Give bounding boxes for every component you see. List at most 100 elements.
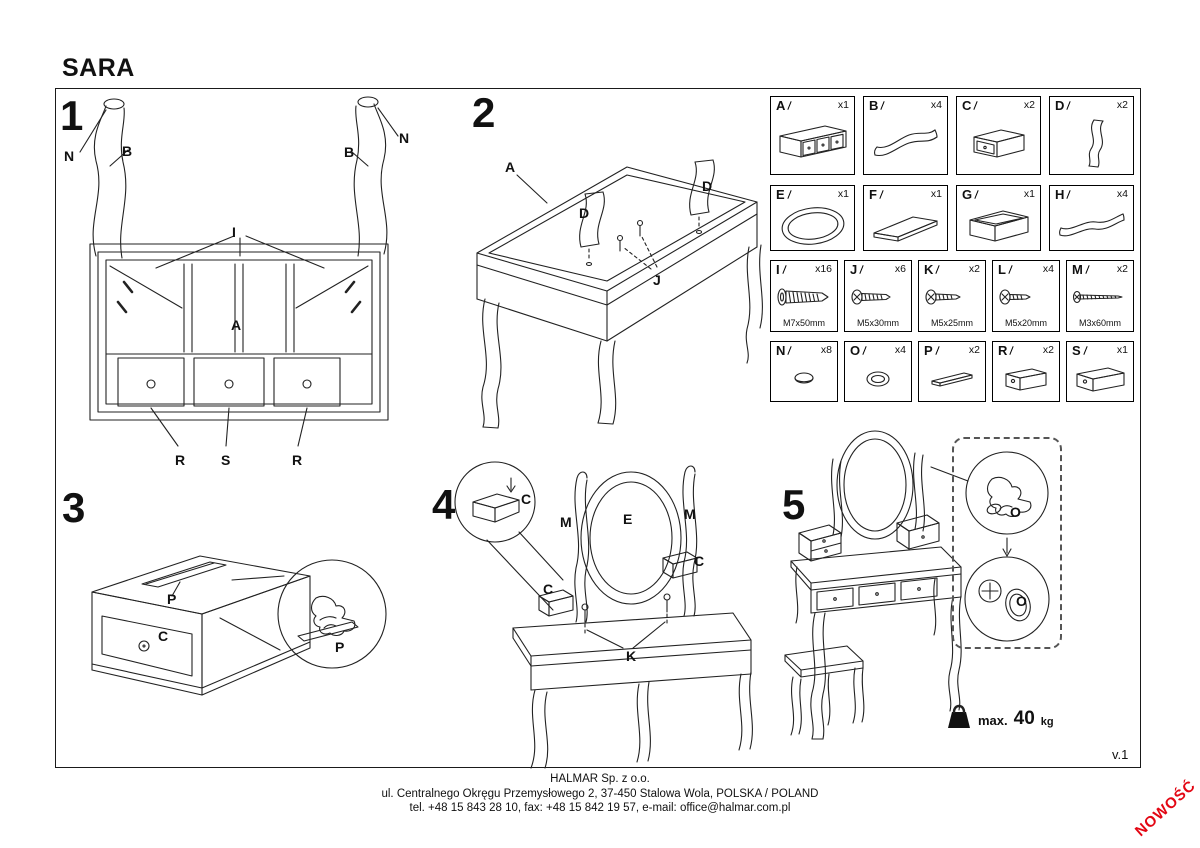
label-step1-a: A (231, 317, 242, 333)
label-step4-c-inset: C (521, 491, 532, 507)
screw-size: M5x30mm (856, 318, 899, 328)
part-letter: S (1072, 343, 1081, 358)
part-qty: x2 (1023, 99, 1035, 112)
step2-number: 2 (472, 89, 496, 136)
tick-mark (1009, 346, 1015, 355)
part-P-icon (931, 372, 973, 387)
part-qty: x4 (930, 99, 942, 112)
step5-diagram (784, 430, 969, 740)
label-step4-k: K (626, 648, 637, 664)
part-qty: x6 (894, 263, 906, 276)
screw-M-icon (1072, 290, 1123, 304)
part-letter: M (1072, 262, 1083, 277)
tick-mark (935, 265, 941, 274)
step5-detail-diagram (964, 451, 1050, 642)
part-letter: B (869, 98, 879, 113)
part-qty: x1 (1116, 344, 1128, 357)
tick-mark (862, 346, 867, 355)
part-qty: x1 (1023, 188, 1035, 201)
part-letter: F (869, 187, 877, 202)
screw-J-icon (851, 289, 891, 305)
weight-icon (948, 704, 970, 728)
label-step4-c-right: C (694, 553, 705, 569)
part-qty: x2 (1042, 344, 1054, 357)
screw-I-icon (777, 288, 829, 306)
part-letter: P (924, 343, 933, 358)
screw-size: M5x20mm (1004, 318, 1047, 328)
label-step1-i: I (232, 224, 236, 240)
tick-mark (1083, 346, 1088, 355)
label-step3-p-slot: P (167, 591, 177, 607)
part-B-icon (873, 129, 938, 157)
step1-number: 1 (60, 92, 84, 139)
label-step1-r-left: R (175, 452, 186, 468)
part-letter: A (776, 98, 786, 113)
screw-K-icon (925, 289, 961, 305)
part-qty: x2 (968, 344, 980, 357)
part-letter: C (962, 98, 972, 113)
label-step1-b-right: B (344, 144, 355, 160)
label-step3-c: C (158, 628, 169, 644)
part-letter: O (850, 343, 861, 358)
part-letter: D (1055, 98, 1065, 113)
max-load-value: 40 (1013, 708, 1035, 729)
max-load: max. 40 kg (946, 700, 1054, 730)
label-step1-n-right: N (399, 130, 410, 146)
screw-size: M7x50mm (782, 318, 825, 328)
label-step4-m-right: M (684, 506, 696, 522)
label-step4-c-left: C (543, 581, 554, 597)
max-load-unit: kg (1040, 716, 1054, 728)
tick-mark (787, 101, 793, 110)
part-qty: x16 (815, 263, 832, 276)
tick-mark (859, 265, 864, 274)
part-qty: x8 (820, 344, 832, 357)
page-title: SARA (62, 54, 135, 82)
max-load-prefix: max. (978, 713, 1008, 728)
part-F-icon (872, 215, 938, 242)
step1-diagram (79, 96, 399, 447)
part-letter: I (776, 262, 780, 277)
label-step5-o-bottom: O (1016, 593, 1027, 609)
footer-address: ul. Centralnego Okręgu Przemysłowego 2, … (381, 787, 819, 800)
tick-mark (1085, 265, 1090, 274)
step4-diagram (454, 461, 753, 769)
part-letter: N (776, 343, 786, 358)
part-S-icon (1076, 367, 1125, 392)
label-step5-o-top: O (1010, 504, 1021, 520)
label-step4-m-left: M (560, 514, 572, 530)
part-qty: x4 (894, 344, 906, 357)
part-letter: R (998, 343, 1008, 358)
label-step2-j: J (653, 272, 661, 288)
part-C-icon (972, 129, 1025, 158)
part-qty: x4 (1042, 263, 1054, 276)
tick-mark (787, 190, 792, 199)
part-qty: x2 (968, 263, 980, 276)
label-step4-e: E (623, 511, 633, 527)
label-step1-r-right: R (292, 452, 303, 468)
tick-mark (974, 190, 979, 199)
step2-diagram (476, 159, 763, 429)
footer: HALMAR Sp. z o.o. ul. Centralnego Okręgu… (0, 772, 1200, 816)
label-step2-d-left: D (579, 205, 590, 221)
footer-company: HALMAR Sp. z o.o. (550, 773, 650, 785)
part-letter: J (850, 262, 858, 277)
part-D-icon (1087, 119, 1104, 168)
part-qty: x1 (930, 188, 942, 201)
part-qty: x2 (1116, 263, 1128, 276)
step3-diagram (91, 555, 387, 696)
